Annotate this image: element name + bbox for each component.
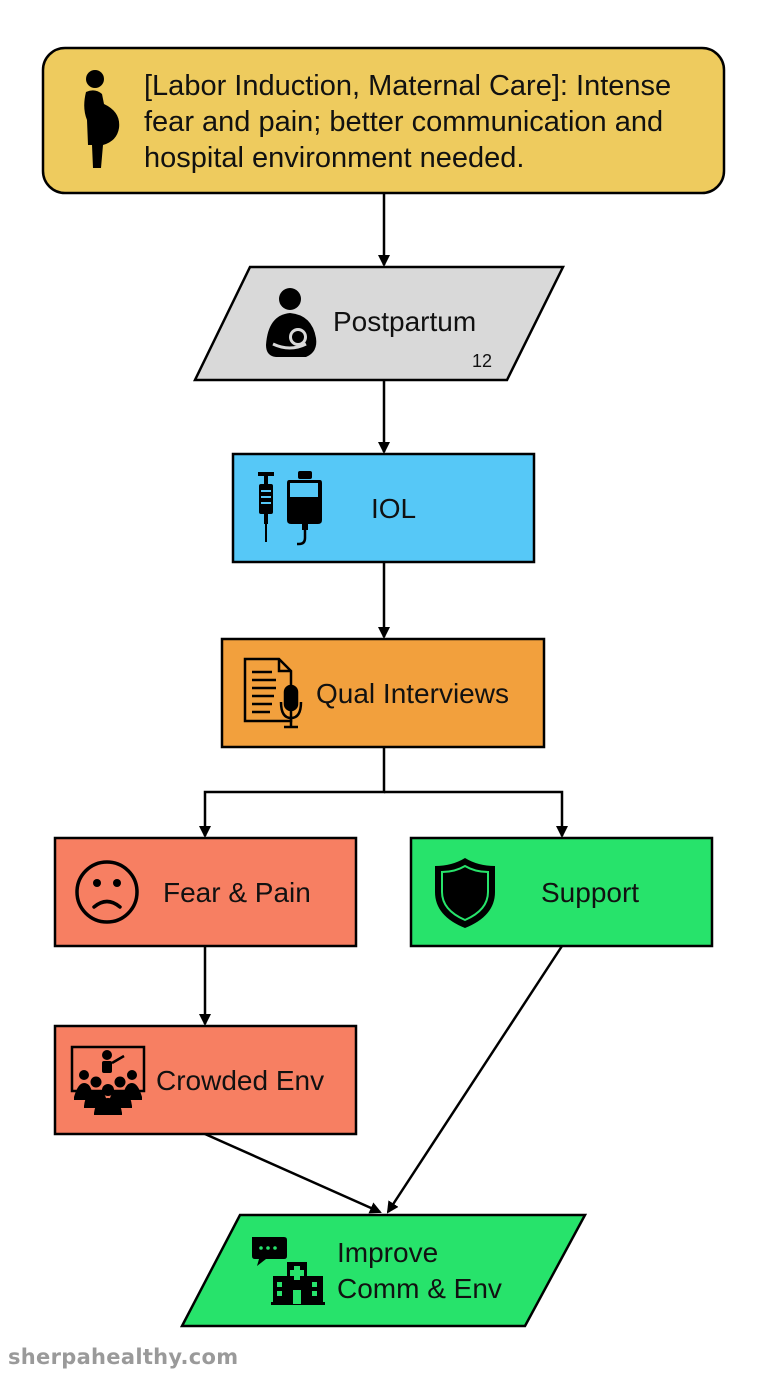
chat-hospital-icon — [252, 1237, 325, 1305]
edge-support-improve — [386, 945, 564, 1214]
support-label: Support — [541, 877, 639, 908]
watermark: sherpahealthy.com — [8, 1345, 239, 1369]
improve-label-line1: Improve — [337, 1237, 438, 1268]
iol-node: IOL — [231, 452, 536, 564]
syringe-iv-bag-icon — [258, 471, 322, 546]
qual-node: Qual Interviews — [220, 637, 546, 749]
fear-label: Fear & Pain — [163, 877, 311, 908]
postpartum-node: Postpartum 12 — [193, 265, 566, 382]
edge-crowded-improve — [204, 1132, 382, 1214]
support-node: Support — [409, 836, 714, 948]
edge-qual-fear — [199, 748, 386, 838]
crowded-label: Crowded Env — [156, 1065, 324, 1096]
summary-text: [Labor Induction, Maternal Care]: Intens… — [144, 70, 672, 174]
improve-node: Improve Comm & Env — [179, 1213, 588, 1328]
connectors — [199, 193, 568, 1214]
qual-label: Qual Interviews — [316, 678, 509, 709]
document-microphone-icon — [243, 657, 303, 729]
postpartum-badge: 12 — [472, 351, 492, 371]
crowd-presentation-icon — [70, 1045, 146, 1115]
pregnant-woman-icon — [84, 70, 120, 168]
improve-label-line2: Comm & Env — [337, 1273, 502, 1304]
shield-icon — [435, 858, 495, 928]
sad-face-icon — [75, 860, 139, 924]
postpartum-label: Postpartum — [333, 306, 476, 337]
edge-qual-support — [384, 790, 568, 838]
breastfeeding-mother-icon — [266, 288, 317, 357]
summary-node — [41, 46, 726, 195]
iol-label: IOL — [371, 493, 416, 524]
fear-node: Fear & Pain — [53, 836, 358, 948]
crowded-node: Crowded Env — [53, 1024, 358, 1136]
